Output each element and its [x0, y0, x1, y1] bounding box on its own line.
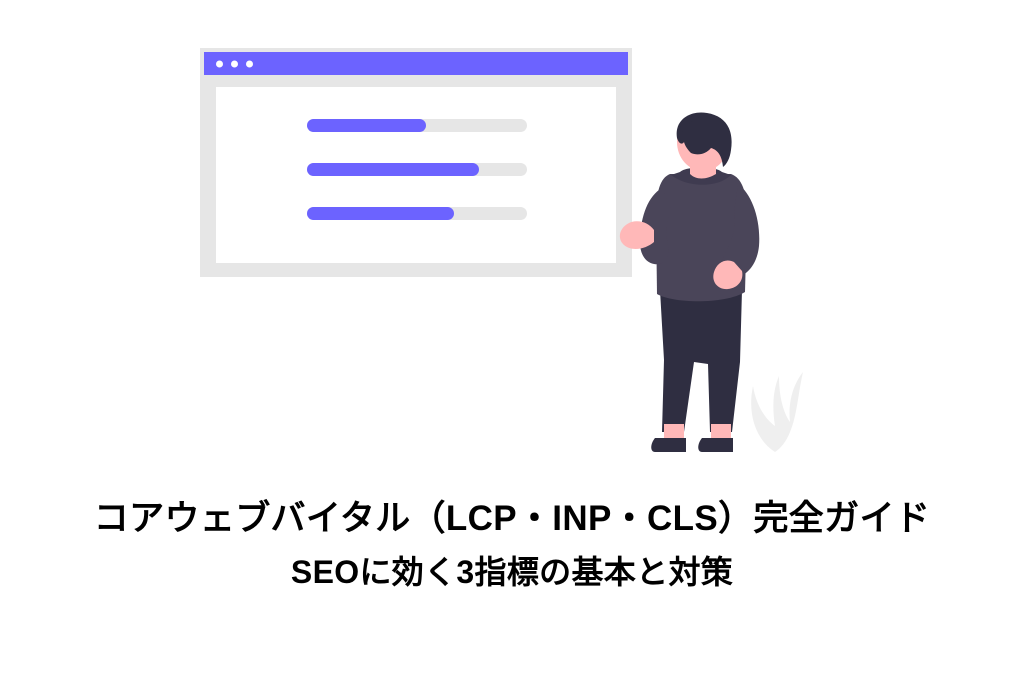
browser-titlebar: [204, 52, 628, 75]
progress-bar-fill-3: [307, 207, 455, 220]
browser-window-mockup: [200, 48, 632, 277]
progress-bar-list: [307, 119, 527, 220]
window-dot-close-icon: [216, 60, 223, 67]
right-hand: [713, 260, 743, 290]
hair: [676, 112, 732, 167]
title-line-2: SEOに効く3指標の基本と対策: [290, 554, 734, 590]
plant-swoosh-icon: [751, 372, 803, 452]
right-ankle: [711, 424, 731, 440]
progress-bar-row-3: [307, 207, 527, 220]
pants: [660, 290, 742, 432]
right-arm: [719, 184, 760, 278]
hair-tuft: [680, 114, 704, 132]
standing-man-figure: [619, 112, 760, 452]
left-ankle: [664, 424, 684, 440]
window-dot-maximize-icon: [246, 60, 253, 67]
page-title: コアウェブバイタル（LCP・INP・CLS）完全ガイド SEOに効く3指標の基本…: [0, 492, 1024, 598]
window-controls: [216, 60, 253, 67]
window-dot-minimize-icon: [231, 60, 238, 67]
browser-content-area: [216, 87, 616, 263]
left-hand: [619, 221, 654, 249]
progress-bar-row-1: [307, 119, 527, 132]
hero-illustration: [200, 48, 803, 452]
progress-bar-fill-1: [307, 119, 426, 132]
right-shoe: [698, 438, 733, 452]
left-shoe: [651, 438, 686, 452]
title-line-1: コアウェブバイタル（LCP・INP・CLS）完全ガイド: [93, 499, 931, 538]
progress-bar-fill-2: [307, 163, 479, 176]
progress-bar-row-2: [307, 163, 527, 176]
